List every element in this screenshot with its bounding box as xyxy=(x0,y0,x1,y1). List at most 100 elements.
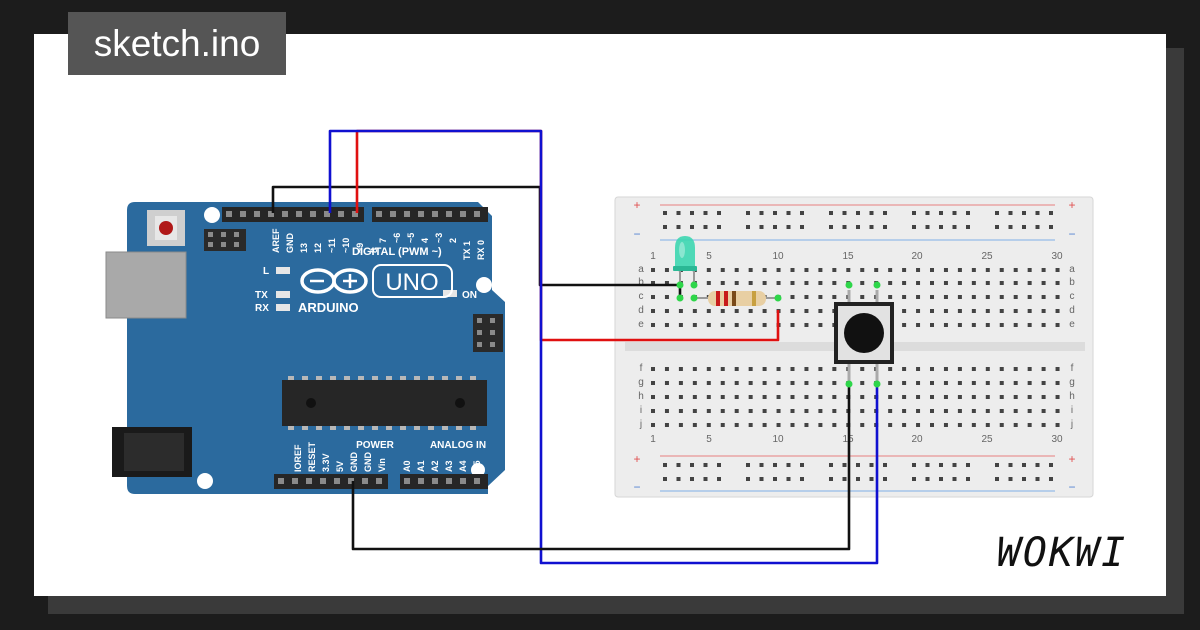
breadboard-hole xyxy=(678,323,683,327)
chip-leg xyxy=(414,376,420,380)
pin-label: A3 xyxy=(444,460,454,472)
led-l xyxy=(276,267,290,274)
icsp-pin xyxy=(234,242,239,247)
breadboard-hole xyxy=(748,281,753,285)
breadboard-hole xyxy=(734,281,739,285)
row-letter: h xyxy=(1069,391,1075,402)
breadboard-hole xyxy=(720,395,725,399)
row-letter: i xyxy=(640,405,642,416)
rail-hole xyxy=(759,211,764,215)
breadboard-hole xyxy=(930,367,934,371)
rail-hole xyxy=(966,211,970,215)
rail-hole xyxy=(912,225,916,229)
header-pin xyxy=(278,478,284,484)
breadboard-hole xyxy=(678,367,683,371)
header-pin xyxy=(376,211,382,217)
row-letter: g xyxy=(638,377,644,388)
breadboard-hole xyxy=(1055,281,1060,285)
rail-hole xyxy=(856,211,860,215)
chip-leg xyxy=(316,376,322,380)
header-pin xyxy=(474,211,480,217)
rail-hole xyxy=(912,477,916,481)
breadboard-hole xyxy=(985,281,990,285)
rail-hole xyxy=(883,225,887,229)
breadboard-hole xyxy=(804,409,809,413)
breadboard-hole xyxy=(1041,281,1046,285)
column-number: 20 xyxy=(911,251,923,262)
breadboard-hole xyxy=(818,295,823,299)
column-number: 1 xyxy=(650,434,656,445)
pin-label: Vin xyxy=(377,458,387,472)
breadboard-hole xyxy=(651,395,655,399)
wire-gnd-to-button[interactable] xyxy=(351,384,851,551)
resistor-component[interactable] xyxy=(694,291,780,306)
breadboard-hole xyxy=(748,423,753,427)
row-letter: b xyxy=(1069,277,1075,288)
row-letter: f xyxy=(1071,363,1074,374)
breadboard-hole xyxy=(888,295,893,299)
breadboard-hole xyxy=(985,309,990,313)
pin-label: 13 xyxy=(299,243,309,253)
arduino-uno-board[interactable]: AREF GND 13 12 ~11 ~10 ~9 8 7 ~6 ~5 4 ~3… xyxy=(105,202,505,494)
breadboard-hole xyxy=(762,367,767,371)
breadboard-hole xyxy=(957,395,962,399)
rail-hole xyxy=(995,477,999,481)
breadboard-hole xyxy=(790,367,795,371)
reset-button[interactable] xyxy=(147,210,185,246)
breadboard-hole xyxy=(1027,381,1032,385)
rail-hole xyxy=(676,211,681,215)
breadboard-hole xyxy=(706,323,711,327)
pin-label: 7 xyxy=(378,238,388,243)
rail-hole xyxy=(995,211,999,215)
breadboard-hole xyxy=(1041,409,1046,413)
chip-leg xyxy=(386,376,392,380)
wire-pin10-to-button[interactable] xyxy=(328,129,879,565)
rail-hole xyxy=(1022,225,1026,229)
breadboard-hole xyxy=(832,367,837,371)
breadboard-hole xyxy=(985,295,990,299)
pin-label: A5 xyxy=(472,460,482,472)
push-button-component[interactable] xyxy=(834,290,894,382)
breadboard-hole xyxy=(971,409,976,413)
breadboard-hole xyxy=(902,268,907,272)
breadboard-hole xyxy=(734,367,739,371)
breadboard-hole xyxy=(930,295,934,299)
breadboard-hole xyxy=(957,281,962,285)
breadboard-hole xyxy=(692,381,697,385)
chip-leg xyxy=(358,376,364,380)
led-on-label: ON xyxy=(462,290,477,301)
power-header-label: POWER xyxy=(356,440,395,451)
breadboard-hole xyxy=(860,268,865,272)
breadboard-hole xyxy=(748,367,753,371)
breadboard-hole xyxy=(790,381,795,385)
rail-hole xyxy=(717,477,721,481)
rail-hole xyxy=(717,211,721,215)
sketch-title[interactable]: sketch.ino xyxy=(68,12,286,75)
pin-label: ~9 xyxy=(355,243,365,253)
column-number: 20 xyxy=(911,434,923,445)
breadboard-hole xyxy=(1041,381,1046,385)
rail-plus-label: + xyxy=(633,198,640,212)
led-component[interactable] xyxy=(673,236,697,287)
breadboard-hole xyxy=(776,281,781,285)
rail-hole xyxy=(690,211,694,215)
column-number: 25 xyxy=(981,251,993,262)
rail-hole xyxy=(703,463,708,467)
breadboard-hole xyxy=(902,309,907,313)
chip-leg xyxy=(414,426,420,430)
pin-label: A4 xyxy=(458,460,468,472)
header-pin xyxy=(418,478,424,484)
breadboard-hole xyxy=(916,268,921,272)
breadboard-hole xyxy=(943,381,948,385)
rail-hole xyxy=(995,225,999,229)
header-pin xyxy=(282,211,288,217)
atmega-chip xyxy=(282,380,487,426)
breadboard-hole xyxy=(1041,309,1046,313)
rail-hole xyxy=(829,211,833,215)
breadboard-hole xyxy=(1055,381,1060,385)
breadboard-hole xyxy=(762,409,767,413)
rail-hole xyxy=(869,211,874,215)
breadboard-hole xyxy=(916,281,921,285)
pin-label: TX 1 xyxy=(462,241,472,260)
breadboard-hole xyxy=(957,323,962,327)
